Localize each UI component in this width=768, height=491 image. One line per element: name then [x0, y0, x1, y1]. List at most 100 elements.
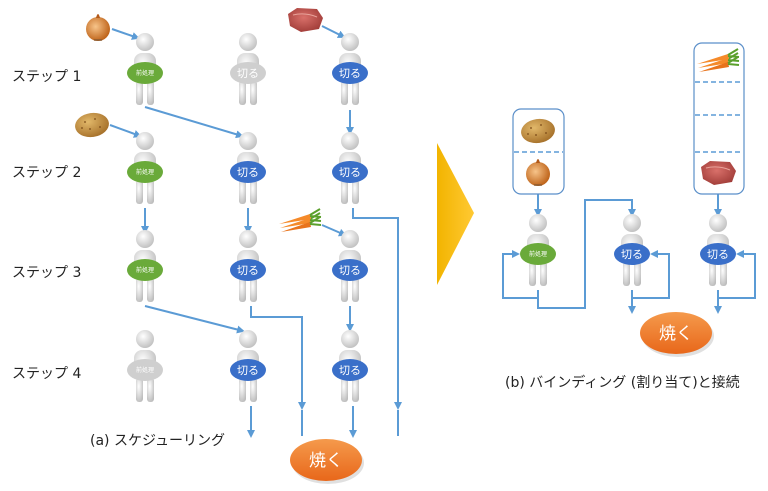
figure-leg	[720, 262, 727, 286]
figure-leg	[529, 262, 536, 286]
arrow-carrot-to-cut	[321, 224, 347, 237]
meat-marbling	[292, 13, 318, 18]
carrot-root	[699, 62, 729, 72]
cut-label: 切る	[339, 67, 361, 80]
figure-head	[136, 33, 154, 51]
step-label-2: ステップ 2	[12, 165, 82, 181]
figure-head	[341, 330, 359, 348]
carrot-leaves	[309, 216, 322, 226]
idle-label: 前処理	[136, 366, 154, 374]
figure-step-2-col-2: 切る	[230, 132, 266, 204]
cut-sign	[332, 259, 368, 281]
arrow-s1c1-to-s2c2	[144, 106, 244, 139]
figure-leg	[239, 81, 246, 105]
figure-leg	[623, 262, 630, 286]
potato-eye	[545, 132, 547, 134]
figure-leg	[341, 278, 348, 302]
figure-leg	[250, 378, 257, 402]
carrot-root	[698, 58, 729, 68]
cut-label: 切る	[237, 364, 259, 377]
meat-body	[288, 8, 323, 32]
preprocess-sign	[127, 161, 163, 183]
figure-step-2-col-3: 切る	[332, 132, 368, 204]
figure-leg	[250, 278, 257, 302]
potato-eye	[89, 128, 91, 130]
meat-marbling	[705, 166, 731, 171]
cut-sign	[700, 243, 736, 265]
figure-leg	[540, 262, 547, 286]
cut-label: 切る	[339, 364, 361, 377]
figure-head	[239, 33, 257, 51]
bake-label: 焼く	[659, 324, 693, 344]
figure-step-1-col-1: 前処理	[127, 33, 163, 105]
figure-leg	[352, 180, 359, 204]
figure-leg	[709, 262, 716, 286]
carrot-root	[281, 222, 311, 232]
figure-step-2-col-1: 前処理	[127, 132, 163, 204]
figure-step-4-col-2: 切る	[230, 330, 266, 402]
arrow-meat-to-cut	[321, 25, 346, 38]
figure-head	[239, 230, 257, 248]
figure-head	[239, 132, 257, 150]
caption-binding: (b) バインディング (割り当て)と接続	[505, 375, 740, 391]
cut-sign	[614, 243, 650, 265]
arrow-s3c1-to-s4c2	[144, 305, 245, 334]
cut-sign	[230, 359, 266, 381]
figure-step-4-col-1: 前処理	[127, 330, 163, 402]
figure-head	[341, 33, 359, 51]
cut-sign	[332, 62, 368, 84]
figure-step-3-col-3: 切る	[332, 230, 368, 302]
figure-step-1-col-2: 切る	[230, 33, 266, 105]
figure-step-3-col-1: 前処理	[127, 230, 163, 302]
potato-eye	[540, 124, 542, 126]
bake-node-scheduling: 焼く	[290, 439, 364, 484]
figure-leg	[341, 378, 348, 402]
binding-unit-3: 切る	[700, 214, 736, 286]
onion-top	[96, 14, 100, 18]
preprocess-sign	[127, 62, 163, 84]
step-label-4: ステップ 4	[12, 366, 82, 382]
preprocess-label: 前処理	[136, 266, 154, 274]
onion-bulb	[86, 17, 110, 41]
transition-arrow-icon	[437, 143, 474, 285]
register-1-onion-icon	[526, 159, 550, 186]
onion-top	[536, 159, 540, 163]
figure-leg	[147, 180, 154, 204]
meat-icon	[288, 8, 323, 32]
arrow-onion-to-preprocess	[111, 28, 140, 40]
preprocess-label: 前処理	[136, 69, 154, 77]
figure-head	[623, 214, 641, 232]
figure-step-3-col-2: 切る	[230, 230, 266, 302]
potato-eye	[99, 126, 101, 128]
step-label-1: ステップ 1	[12, 69, 82, 85]
figure-leg	[136, 81, 143, 105]
bake-label: 焼く	[309, 451, 343, 471]
figure-leg	[341, 81, 348, 105]
cut-sign	[230, 161, 266, 183]
preprocess-sign	[127, 259, 163, 281]
caption-scheduling: (a) スケジューリング	[90, 433, 225, 449]
arrow-potato-to-preprocess	[109, 124, 142, 138]
potato-eye	[81, 127, 83, 129]
figure-leg	[250, 81, 257, 105]
figure-step-1-col-3: 切る	[332, 33, 368, 105]
potato-eye	[94, 118, 96, 120]
figure-leg	[147, 278, 154, 302]
figure-leg	[136, 180, 143, 204]
step-label-3: ステップ 3	[12, 265, 82, 281]
onion-icon	[86, 14, 110, 41]
cut-label: 切る	[707, 248, 729, 261]
loop-unit2	[631, 250, 670, 299]
preprocess-label: 前処理	[529, 250, 547, 258]
carrot-leaves	[727, 48, 740, 58]
loop-unit3	[717, 250, 756, 299]
cut-label: 切る	[339, 264, 361, 277]
register-2-meat-icon	[701, 161, 736, 185]
figure-leg	[352, 278, 359, 302]
figure-leg	[147, 378, 154, 402]
figure-step-4-col-3: 切る	[332, 330, 368, 402]
figure-leg	[239, 180, 246, 204]
bake-ellipse	[290, 439, 362, 481]
connector-layer	[109, 25, 756, 438]
potato-eye	[527, 133, 529, 135]
